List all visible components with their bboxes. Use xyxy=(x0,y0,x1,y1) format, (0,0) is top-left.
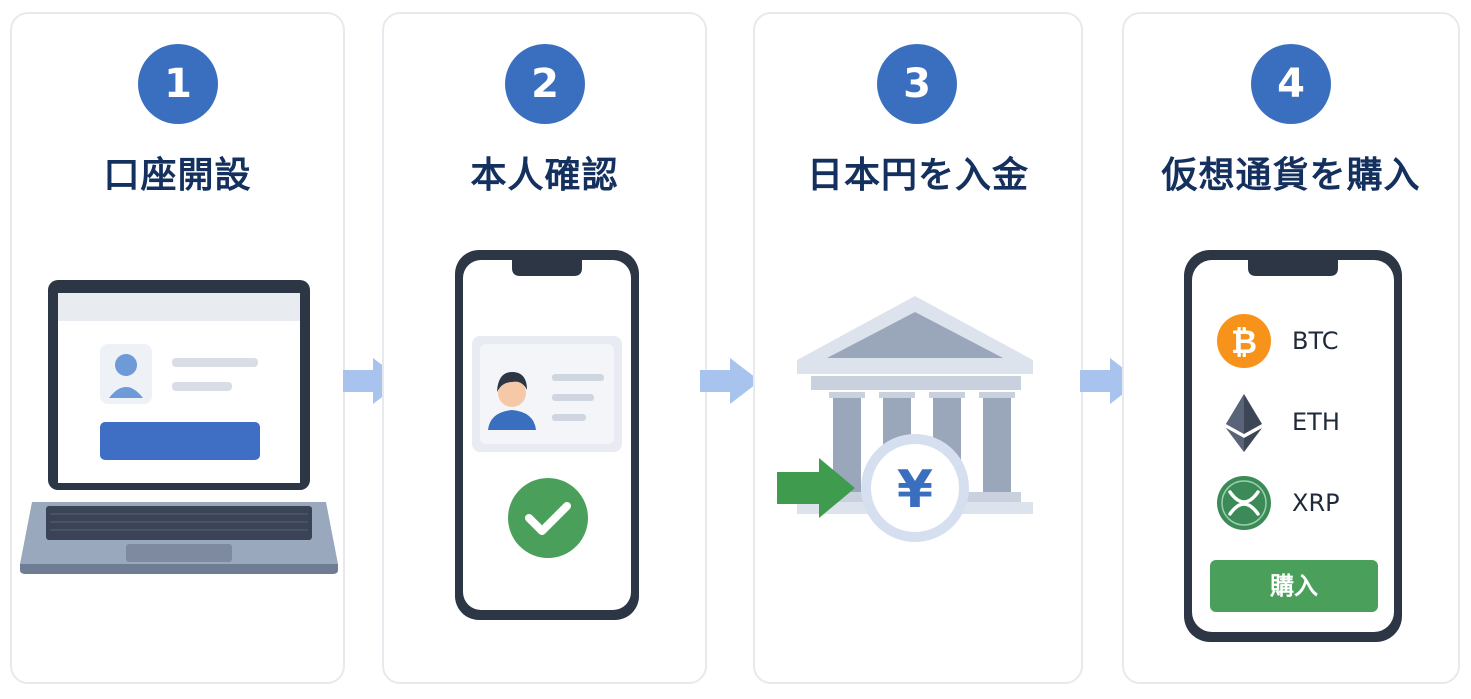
step-card-3: 3 日本円を入金 ¥ xyxy=(753,12,1083,684)
step-card-1: 1 口座開設 xyxy=(10,12,345,684)
buy-button-label: 購入 xyxy=(1270,572,1318,600)
step-title: 仮想通貨を購入 xyxy=(1161,155,1421,196)
laptop-signup-icon xyxy=(20,280,338,574)
step-card-4: 4 仮想通貨を購入 ₿ BTC ETH XRP 購入 xyxy=(1122,12,1460,684)
smartphone-id-verify-icon xyxy=(455,250,639,620)
coin-symbol: BTC xyxy=(1292,327,1338,355)
step-number-badge: 1 xyxy=(138,44,218,124)
step-title: 本人確認 xyxy=(470,155,619,196)
step-title: 口座開設 xyxy=(103,155,252,196)
check-circle-icon xyxy=(508,478,588,558)
step-number-badge: 2 xyxy=(505,44,585,124)
smartphone-crypto-purchase-icon: ₿ BTC ETH XRP 購入 xyxy=(1184,250,1402,642)
step-card-2: 2 本人確認 xyxy=(382,12,707,684)
avatar-body xyxy=(109,387,143,398)
avatar-shirt xyxy=(488,410,536,430)
coin-symbol: ETH xyxy=(1292,408,1340,436)
buy-button xyxy=(1210,560,1378,612)
step-title: 日本円を入金 xyxy=(806,155,1029,196)
step-number-badge: 4 xyxy=(1251,44,1331,124)
arrow-right-icon xyxy=(700,358,760,404)
bitcoin-icon xyxy=(1217,314,1271,368)
deposit-arrow-icon xyxy=(777,458,855,518)
svg-text:₿: ₿ xyxy=(1231,323,1257,361)
ethereum-icon xyxy=(1226,394,1262,452)
yen-symbol: ¥ xyxy=(897,460,933,520)
avatar-head xyxy=(115,354,137,376)
bank-yen-deposit-icon: ¥ xyxy=(777,296,1033,542)
coin-symbol: XRP xyxy=(1292,489,1340,517)
step-number-badge: 3 xyxy=(877,44,957,124)
